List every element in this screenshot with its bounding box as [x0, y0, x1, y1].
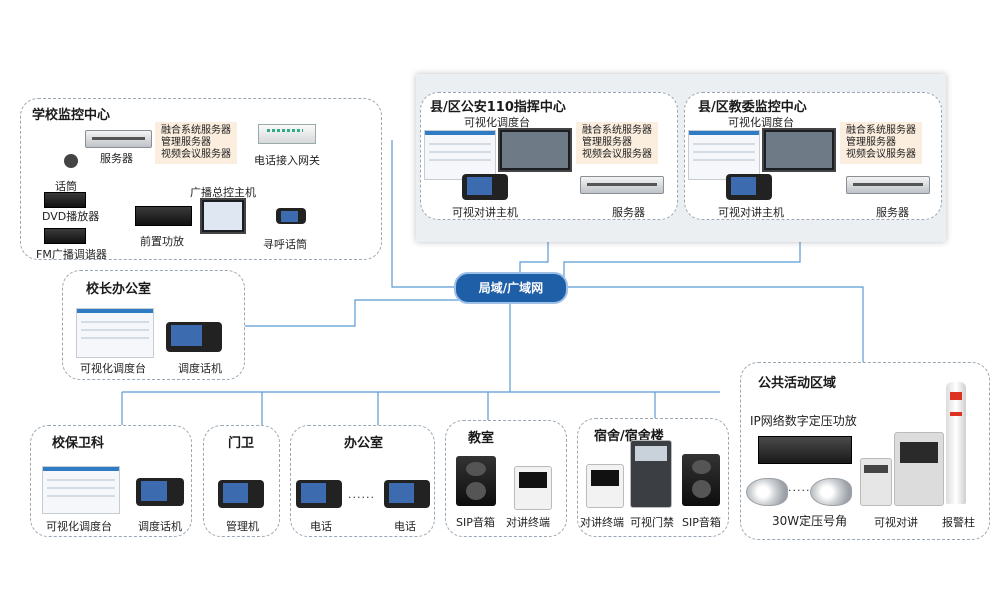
police-video-wall-icon [498, 128, 572, 172]
security-phone-label: 调度话机 [138, 520, 182, 533]
edu-service-item: 融合系统服务器 [846, 125, 916, 136]
public-horn-label: 30W定压号角 [772, 514, 848, 528]
dorm-terminal-icon [586, 464, 624, 508]
broadcast-host-icon [200, 198, 246, 234]
office-ellipsis: ...... [348, 488, 375, 501]
police-server-icon [580, 176, 664, 194]
principal-console-icon [76, 308, 154, 358]
school-service-item: 视频会议服务器 [161, 149, 231, 160]
security-console-label: 可视化调度台 [46, 520, 112, 533]
public-amp-label: IP网络数字定压功放 [750, 414, 857, 428]
gate-device-icon [218, 480, 264, 508]
edu-center-title: 县/区教委监控中心 [698, 100, 807, 115]
dvd-player-icon [44, 192, 86, 208]
fm-label: FM广播调谐器 [36, 248, 107, 261]
broadcast-host-label: 广播总控主机 [190, 186, 256, 199]
dorm-terminal-label: 对讲终端 [580, 516, 624, 529]
police-service-item: 融合系统服务器 [582, 125, 652, 136]
link-police-center [519, 222, 549, 272]
phone-gateway-icon [258, 124, 316, 144]
police-console-screen-icon [424, 130, 496, 180]
dorm-door-label: 可视门禁 [630, 516, 674, 529]
police-service-item: 管理服务器 [582, 137, 632, 148]
dorm-door-access-icon [630, 440, 672, 508]
public-intercom-label: 可视对讲 [874, 516, 918, 529]
school-center-title: 学校监控中心 [32, 108, 111, 123]
school-service-item: 融合系统服务器 [161, 125, 231, 136]
network-node: 局域/广域网 [454, 272, 568, 304]
office-title: 办公室 [344, 436, 384, 451]
principal-phone-icon [166, 322, 222, 352]
security-phone-icon [136, 478, 184, 506]
gate-title: 门卫 [228, 436, 255, 451]
alarm-pillar-icon [946, 382, 966, 504]
preamp-icon [135, 206, 192, 226]
link-school-center [391, 140, 454, 288]
microphone-icon [64, 154, 78, 168]
classroom-speaker-icon [456, 456, 496, 506]
public-area-title: 公共活动区域 [758, 376, 837, 391]
public-intercom-small-icon [860, 458, 892, 506]
horn-speaker-icon [810, 478, 852, 506]
classroom-speaker-label: SIP音箱 [456, 516, 495, 529]
preamp-label: 前置功放 [140, 235, 184, 248]
police-intercom-host-label: 可视对讲主机 [452, 206, 518, 219]
dorm-speaker-label: SIP音箱 [682, 516, 721, 529]
horn-speaker-icon [746, 478, 788, 506]
school-server-icon [85, 130, 152, 148]
edu-service-item: 视频会议服务器 [846, 149, 916, 160]
school-server-label: 服务器 [100, 152, 133, 165]
edu-server-icon [846, 176, 930, 194]
public-intercom-icon [894, 432, 944, 506]
edu-console-label: 可视化调度台 [728, 116, 794, 129]
dvd-label: DVD播放器 [42, 210, 100, 223]
edu-intercom-host-label: 可视对讲主机 [718, 206, 784, 219]
office-phone2-icon [384, 480, 430, 508]
gateway-label: 电话接入网关 [254, 154, 320, 167]
dorm-speaker-icon [682, 454, 720, 506]
link-public-area [564, 286, 864, 362]
link-edu-center [563, 222, 801, 280]
principal-console-label: 可视化调度台 [80, 362, 146, 375]
edu-intercom-host-icon [726, 174, 772, 200]
edu-service-item: 管理服务器 [846, 137, 896, 148]
security-dept-title: 校保卫科 [52, 436, 105, 451]
digital-amp-icon [758, 436, 852, 464]
edu-services-note: 融合系统服务器 管理服务器 视频会议服务器 [840, 122, 922, 164]
police-intercom-host-icon [462, 174, 508, 200]
paging-mic-label: 寻呼话筒 [263, 238, 307, 251]
classroom-terminal-label: 对讲终端 [506, 516, 550, 529]
link-principal [245, 299, 470, 327]
school-services-note: 融合系统服务器 管理服务器 视频会议服务器 [155, 122, 237, 164]
office-phone2-label: 电话 [394, 520, 416, 533]
police-server-label: 服务器 [612, 206, 645, 219]
classroom-terminal-icon [514, 466, 552, 510]
edu-video-wall-icon [762, 128, 836, 172]
classroom-title: 教室 [468, 431, 495, 446]
police-console-label: 可视化调度台 [464, 116, 530, 129]
police-center-title: 县/区公安110指挥中心 [430, 100, 566, 115]
edu-console-screen-icon [688, 130, 760, 180]
school-service-item: 管理服务器 [161, 137, 211, 148]
police-services-note: 融合系统服务器 管理服务器 视频会议服务器 [576, 122, 658, 164]
principal-office-title: 校长办公室 [86, 282, 152, 297]
principal-phone-label: 调度话机 [178, 362, 222, 375]
police-service-item: 视频会议服务器 [582, 149, 652, 160]
horn-ellipsis: ····· [788, 484, 811, 497]
security-console-icon [42, 466, 120, 514]
office-phone1-label: 电话 [310, 520, 332, 533]
paging-mic-icon [276, 208, 306, 224]
fm-tuner-icon [44, 228, 86, 244]
office-phone1-icon [296, 480, 342, 508]
public-alarm-label: 报警柱 [942, 516, 975, 529]
gate-device-label: 管理机 [226, 520, 259, 533]
mic-label: 话筒 [55, 180, 77, 193]
edu-server-label: 服务器 [876, 206, 909, 219]
